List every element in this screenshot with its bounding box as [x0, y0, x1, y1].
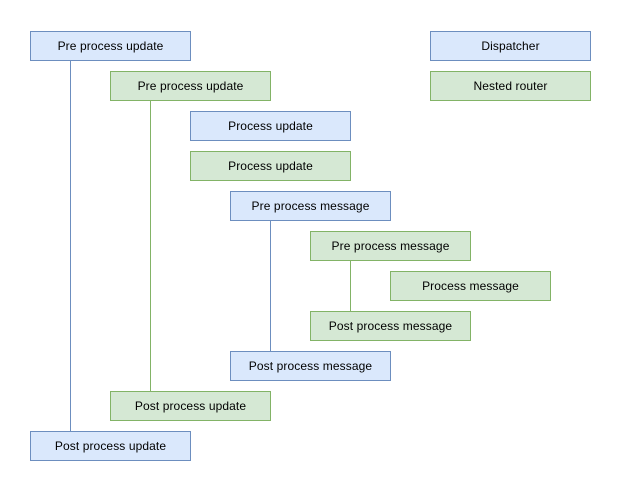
node-label: Post process message	[248, 359, 373, 373]
node-label: Pre process message	[331, 239, 450, 253]
node-pre-process-message-dispatcher[interactable]: Pre process message	[230, 191, 391, 221]
node-label: Pre process message	[251, 199, 370, 213]
node-label: Pre process update	[137, 79, 244, 93]
node-pre-process-message-router[interactable]: Pre process message	[310, 231, 471, 261]
node-process-message-router[interactable]: Process message	[390, 271, 551, 301]
node-process-update-dispatcher[interactable]: Process update	[190, 111, 351, 141]
node-label: Dispatcher	[481, 39, 540, 53]
node-pre-process-update-dispatcher[interactable]: Pre process update	[30, 31, 191, 61]
node-label: Process message	[422, 279, 519, 293]
legend-item-legend-dispatcher[interactable]: Dispatcher	[430, 31, 591, 61]
node-process-update-router[interactable]: Process update	[190, 151, 351, 181]
node-pre-process-update-router[interactable]: Pre process update	[110, 71, 271, 101]
node-post-process-message-dispatcher[interactable]: Post process message	[230, 351, 391, 381]
node-post-process-message-router[interactable]: Post process message	[310, 311, 471, 341]
node-label: Post process update	[134, 399, 247, 413]
legend-item-legend-nested-router[interactable]: Nested router	[430, 71, 591, 101]
node-post-process-update-dispatcher[interactable]: Post process update	[30, 431, 191, 461]
node-label: Nested router	[473, 79, 548, 93]
node-label: Pre process update	[57, 39, 164, 53]
node-label: Post process update	[54, 439, 167, 453]
node-label: Post process message	[328, 319, 453, 333]
node-label: Process update	[228, 119, 313, 133]
node-label: Process update	[228, 159, 313, 173]
node-post-process-update-router[interactable]: Post process update	[110, 391, 271, 421]
